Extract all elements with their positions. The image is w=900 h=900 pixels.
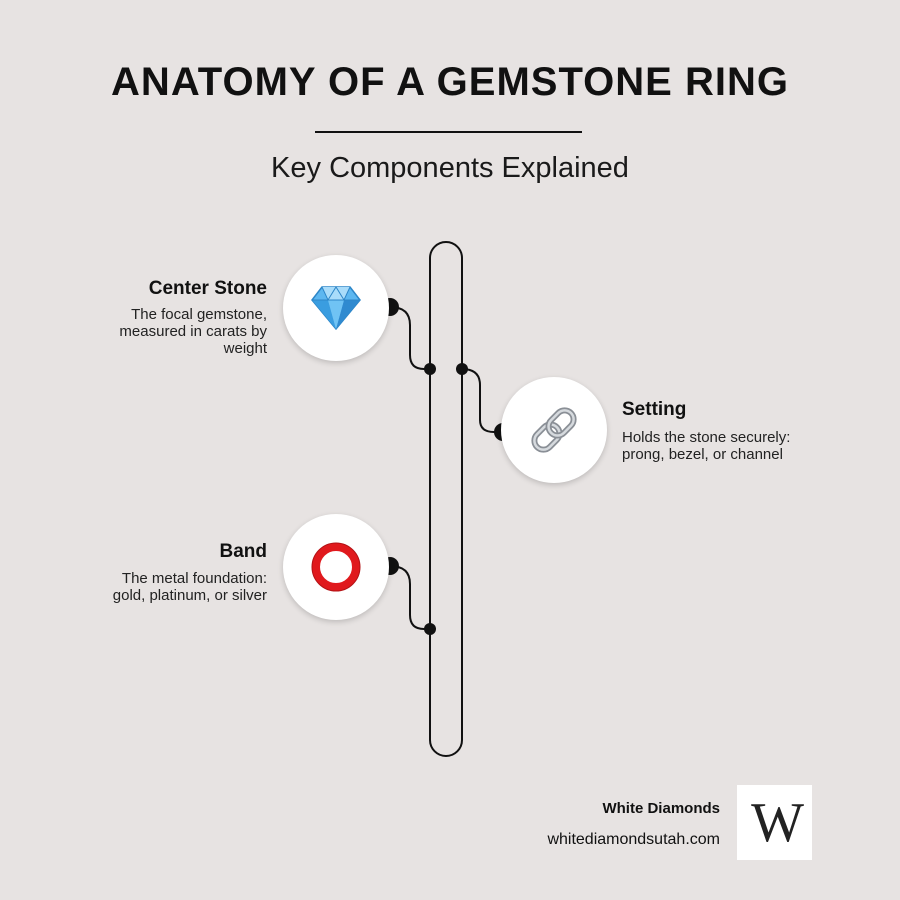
- center-stone-description: The focal gemstone, measured in carats b…: [119, 306, 267, 357]
- center-stone-description-line: measured in carats by: [119, 323, 267, 340]
- ring-shank-outline: [429, 241, 463, 757]
- center-stone-title: Center Stone: [148, 278, 267, 299]
- center-stone-description-line: weight: [223, 340, 267, 357]
- brand-logo-letter: W: [751, 791, 804, 854]
- gem-icon: [311, 286, 361, 331]
- band-description-line: gold, platinum, or silver: [112, 587, 267, 604]
- connector-band: [389, 565, 430, 630]
- setting-description-line: prong, bezel, or channel: [622, 446, 783, 463]
- connector-center-stone: [389, 306, 430, 370]
- connector-dot-band-joint: [424, 623, 436, 635]
- page-title: ANATOMY OF A GEMSTONE RING: [111, 60, 789, 104]
- setting-title: Setting: [622, 399, 687, 420]
- page-subtitle: Key Components Explained: [271, 152, 629, 184]
- red-ring-icon: [311, 542, 361, 592]
- chain-link-icon: [531, 407, 577, 453]
- connector-dot-setting-joint: [456, 363, 468, 375]
- band-description-line: The metal foundation:: [121, 570, 267, 587]
- brand-logo: W: [737, 785, 812, 860]
- setting-node: [501, 377, 607, 483]
- brand-url[interactable]: whitediamondsutah.com: [547, 831, 720, 848]
- setting-description-line: Holds the stone securely:: [622, 429, 791, 446]
- band-node: [283, 514, 389, 620]
- setting-description: Holds the stone securely: prong, bezel, …: [622, 429, 790, 463]
- band-description: The metal foundation: gold, platinum, or…: [113, 570, 267, 604]
- connector-dot-center-stone-joint: [424, 363, 436, 375]
- title-divider: [315, 131, 582, 133]
- band-title: Band: [219, 541, 268, 562]
- center-stone-node: [283, 255, 389, 361]
- brand-name: White Diamonds: [602, 800, 720, 817]
- connector-setting: [461, 368, 503, 433]
- center-stone-description-line: The focal gemstone,: [131, 306, 267, 323]
